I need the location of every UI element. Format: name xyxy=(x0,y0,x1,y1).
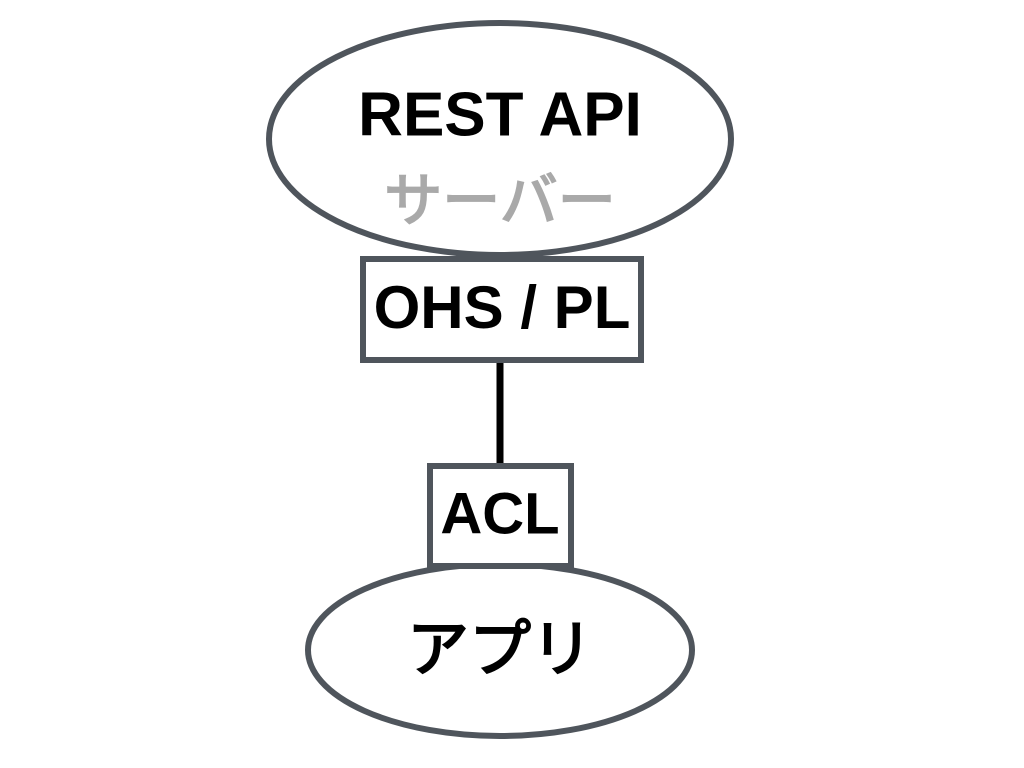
rest-api-label: REST API xyxy=(358,80,642,149)
app-label: アプリ xyxy=(407,615,593,684)
server-label: サーバー xyxy=(384,168,615,233)
node-acl[interactable]: ACL xyxy=(427,463,574,569)
ohs-pl-label: OHS / PL xyxy=(374,274,631,341)
acl-label: ACL xyxy=(440,481,559,546)
ohs-pl-rect-shape xyxy=(360,256,644,363)
rest-api-server-ellipse-shape xyxy=(266,20,734,258)
node-app[interactable]: アプリ xyxy=(305,561,695,739)
acl-rect-shape xyxy=(427,463,574,569)
node-rest-api-server[interactable]: REST API サーバー xyxy=(266,20,734,258)
node-ohs-pl[interactable]: OHS / PL xyxy=(360,256,644,363)
